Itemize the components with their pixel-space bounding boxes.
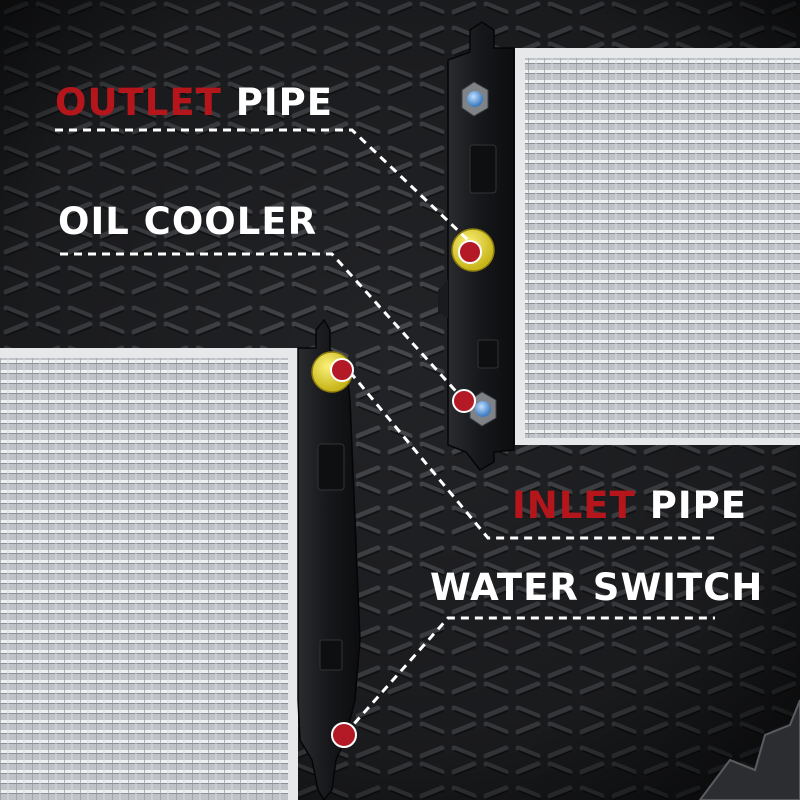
oil-cooler-label: OIL COOLER — [58, 203, 317, 240]
outlet-pipe-label-accent: OUTLET — [55, 81, 222, 124]
outlet-pipe-marker — [458, 240, 482, 264]
oil-cooler-callout-line — [60, 252, 464, 400]
torn-edge-decoration — [698, 699, 800, 800]
radiator-top-right — [438, 21, 800, 471]
inlet-pipe-label-accent: INLET — [512, 484, 636, 527]
water-switch-callout-line — [343, 616, 715, 735]
inlet-pipe-callout-line — [348, 371, 715, 540]
outlet-pipe-label: OUTLET PIPE — [55, 84, 333, 121]
inlet-pipe-label-text: PIPE — [635, 484, 747, 527]
oil-cooler-label-text: OIL COOLER — [58, 200, 318, 243]
outlet-pipe-label-text: PIPE — [221, 81, 333, 124]
water-switch-label-text: WATER SWITCH — [430, 566, 764, 609]
radiator-bottom-left — [0, 318, 361, 800]
outlet-pipe-callout-line — [55, 128, 470, 242]
water-switch-label: WATER SWITCH — [430, 569, 763, 606]
inlet-pipe-label: INLET PIPE — [512, 487, 747, 524]
inlet-pipe-marker — [330, 358, 354, 382]
oil-cooler-marker — [452, 389, 476, 413]
water-switch-marker — [331, 722, 357, 748]
